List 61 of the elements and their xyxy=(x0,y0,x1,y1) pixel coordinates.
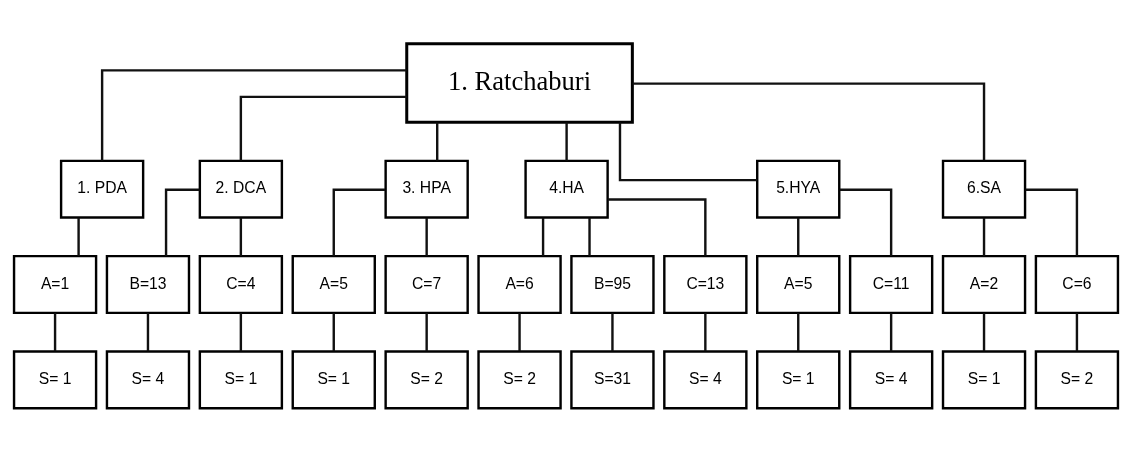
node-box: S= 4 xyxy=(848,349,934,409)
connector xyxy=(618,122,757,181)
connector xyxy=(797,312,800,351)
node-box: 2. DCA xyxy=(198,159,284,219)
node-box: B=95 xyxy=(570,254,655,314)
connector xyxy=(889,312,893,351)
connector xyxy=(239,312,243,351)
connector xyxy=(239,95,407,160)
connector xyxy=(588,217,591,256)
connector xyxy=(77,217,80,256)
node-box: 5.HYA xyxy=(756,159,841,219)
connector xyxy=(704,312,707,351)
connector xyxy=(53,312,57,351)
connector xyxy=(164,188,200,256)
node-box: S= 4 xyxy=(105,349,191,409)
node-box: S= 2 xyxy=(1034,349,1120,409)
node-box: 1. PDA xyxy=(59,159,145,219)
connector xyxy=(1025,188,1079,256)
node-box: C=13 xyxy=(663,254,748,314)
node-box: S= 1 xyxy=(291,349,376,409)
connector xyxy=(982,312,986,351)
node-box: 4.HA xyxy=(524,159,609,219)
connector xyxy=(425,217,428,256)
connector xyxy=(797,217,800,256)
node-box: S=31 xyxy=(570,349,655,409)
node-box: C=6 xyxy=(1034,254,1120,314)
node-box: S= 1 xyxy=(12,349,98,409)
node-box: A=5 xyxy=(756,254,841,314)
connector xyxy=(611,312,614,351)
node-box: A=6 xyxy=(477,254,562,314)
node-box: 1. Ratchaburi xyxy=(405,41,634,124)
node-box: 6.SA xyxy=(941,159,1027,219)
connector xyxy=(332,188,386,256)
connector xyxy=(425,312,428,351)
connector xyxy=(607,197,707,256)
node-box: A=1 xyxy=(12,254,98,314)
node-box: S= 2 xyxy=(477,349,562,409)
connector xyxy=(332,312,335,351)
connector xyxy=(146,312,150,351)
node-box: C=4 xyxy=(198,254,284,314)
node-box: S= 1 xyxy=(941,349,1027,409)
connector xyxy=(541,217,545,256)
node-box: B=13 xyxy=(105,254,191,314)
connector xyxy=(565,122,568,161)
connector xyxy=(239,217,243,256)
node-box: C=11 xyxy=(848,254,934,314)
connector xyxy=(518,312,521,351)
node-box: A=2 xyxy=(941,254,1027,314)
node-box: S= 2 xyxy=(384,349,469,409)
connector xyxy=(1075,312,1079,351)
node-box: 3. HPA xyxy=(384,159,469,219)
connector xyxy=(839,188,893,256)
connector xyxy=(632,81,986,160)
node-box: C=7 xyxy=(384,254,469,314)
node-box: S= 4 xyxy=(663,349,748,409)
connector xyxy=(982,217,986,256)
node-box: A=5 xyxy=(291,254,376,314)
connector xyxy=(436,122,439,161)
connector xyxy=(100,68,407,161)
node-box: S= 1 xyxy=(198,349,284,409)
node-box: S= 1 xyxy=(756,349,841,409)
